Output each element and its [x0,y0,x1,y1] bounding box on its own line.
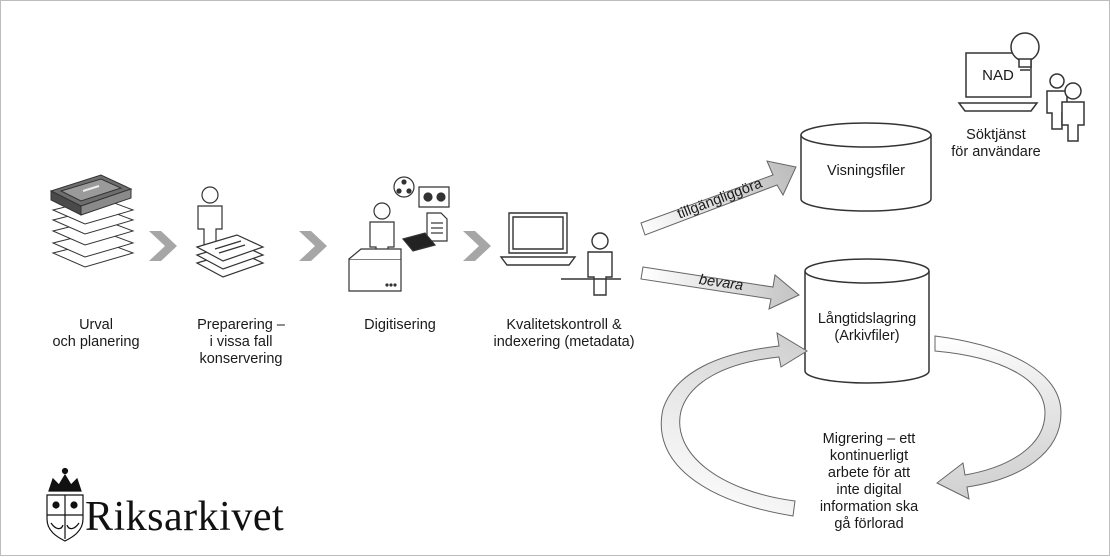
quality-control-icon [499,212,621,296]
long-term-storage [804,258,930,384]
access-files-storage [800,122,932,212]
preserve-arrow [640,266,800,310]
step-quality-control-label: Kvalitetskontroll & indexering (metadata… [493,317,635,350]
digitisation-icon [348,176,450,292]
long-term-storage-label: Långtidslagring (Arkivfiler) [817,311,917,344]
migration-label: Migrering – ett kontinuerligt arbete för… [819,431,919,532]
make-available-arrow [640,160,797,236]
step-digitisation-label: Digitisering [364,317,436,333]
search-service-label: Söktjänst för användare [951,127,1041,160]
riksarkivet-crest-icon [46,467,84,542]
search-service-icon [957,32,1085,142]
step-preparation-label: Preparering – i vissa fall konservering [197,317,285,367]
chevron-right-icon [149,231,177,261]
search-service-screen-text: NAD [982,67,1014,84]
step-selection-label: Urval och planering [52,317,140,350]
chevron-right-icon [463,231,491,261]
chevron-right-icon [299,231,327,261]
selection-icon [49,174,135,268]
migration-cycle [660,332,1062,517]
preparation-icon [195,186,265,278]
riksarkivet-logo-text: Riksarkivet [85,494,285,540]
access-files-label: Visningsfiler [827,163,905,179]
